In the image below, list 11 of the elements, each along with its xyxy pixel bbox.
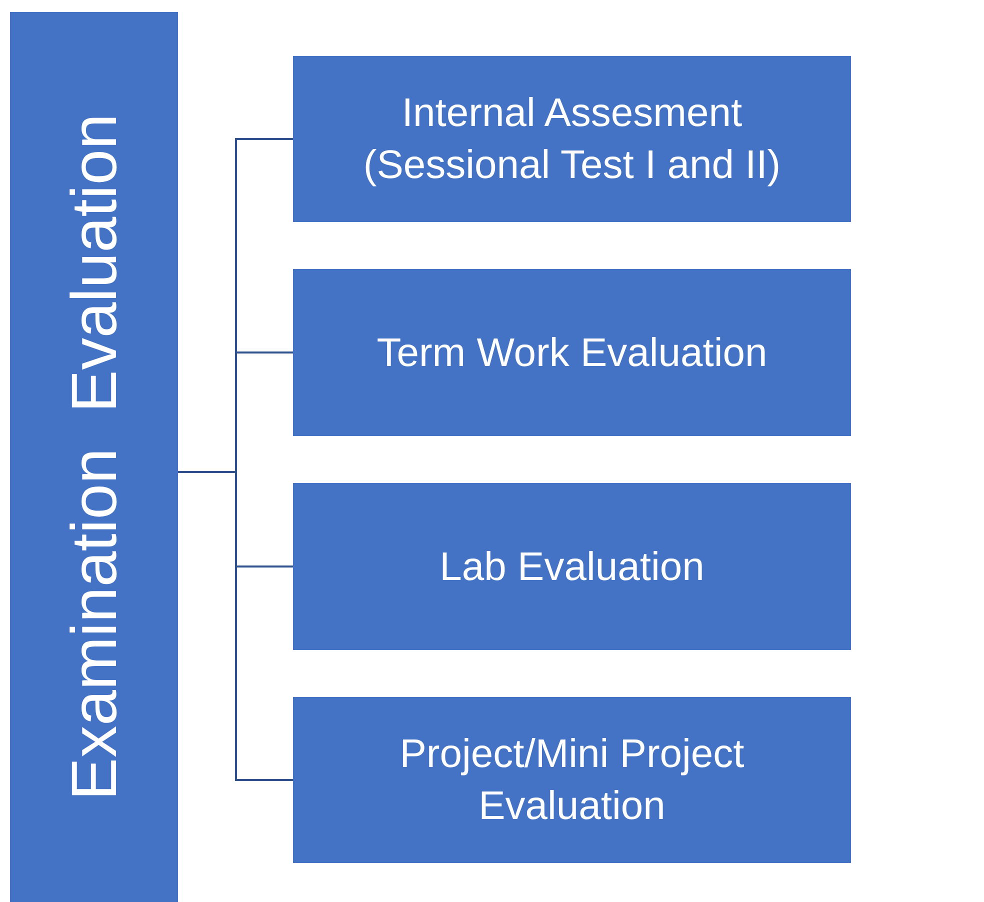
category-box [293, 269, 851, 436]
category-box [293, 697, 851, 863]
category-box [293, 483, 851, 650]
connector-line [178, 471, 293, 781]
category-label: Term Work Evaluation [376, 330, 768, 376]
category-label: Lab Evaluation [438, 544, 706, 590]
title-text: Examination Evaluation [62, 114, 126, 800]
category-box [293, 56, 851, 222]
category-label: Project/Mini Project Evaluation [398, 731, 746, 830]
title-bar [10, 12, 178, 902]
category-label: Internal Assesment (Sessional Test I and II) [362, 90, 782, 189]
